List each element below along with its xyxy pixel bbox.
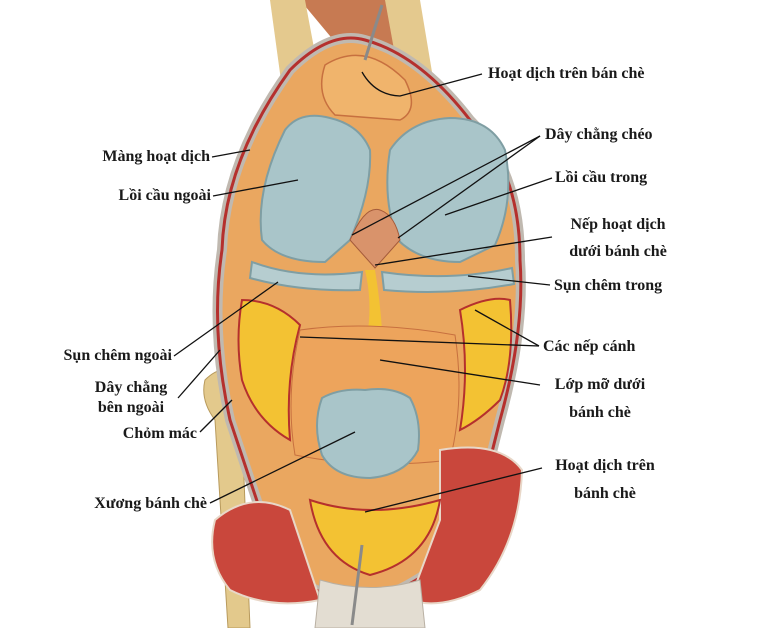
label-day-chang-ben-ngoai-line1: Dây chằng: [94, 379, 168, 396]
label-chom-mac: Chỏm mác: [122, 425, 197, 442]
infrapatellar-fold: [365, 270, 382, 330]
label-nep-hoat-dich-line1: Nếp hoạt dịch: [570, 216, 666, 233]
leader-lop-mo-duoi: [379, 359, 541, 386]
label-sun-chem-ngoai: Sụn chêm ngoài: [63, 347, 172, 364]
leader-day-chang-cheo-2: [397, 135, 541, 239]
suprapatellar-bursa: [320, 54, 413, 121]
medial-condyle: [386, 116, 510, 264]
label-xuong-banh-che: Xương bánh chè: [94, 495, 207, 512]
leader-chom-mac: [199, 399, 233, 433]
label-day-chang-ben-ngoai-line2: bên ngoài: [97, 399, 165, 416]
label-hoat-dich-tren-banh-che-line1: Hoạt dịch trên: [555, 457, 655, 474]
leader-cac-nep-canh-1: [299, 336, 540, 347]
leader-cac-nep-canh-2: [474, 309, 540, 347]
leader-day-chang-ben-ngoai: [177, 349, 221, 399]
label-lop-mo-duoi-line1: Lớp mỡ dưới: [554, 376, 646, 393]
patellar-tendon: [314, 579, 426, 628]
lateral-condyle: [259, 114, 372, 264]
alar-fold-left: [237, 298, 302, 442]
cruciate-ligaments: [349, 208, 401, 269]
leader-sun-chem-trong: [467, 275, 551, 286]
label-nep-hoat-dich-line2: dưới bánh chè: [569, 243, 667, 260]
label-day-chang-cheo: Dây chằng chéo: [545, 126, 653, 143]
label-sun-chem-trong: Sụn chêm trong: [554, 277, 663, 294]
leader-nep-hoat-dich: [374, 236, 553, 266]
label-hoat-dich-tren-ban-che: Hoạt dịch trên bán chè: [488, 65, 645, 82]
retractor-bottom: [350, 544, 364, 626]
label-lop-mo-duoi-line2: bánh chè: [569, 404, 631, 421]
label-mang-hoat-dich: Màng hoạt dịch: [102, 148, 210, 165]
leader-mang-hoat-dich: [211, 149, 251, 158]
leader-lines: [173, 71, 553, 513]
label-loi-cau-ngoai: Lồi cầu ngoài: [118, 187, 211, 204]
patella: [316, 388, 420, 480]
leader-hoat-dich-tren-banh-che: [364, 467, 543, 513]
alar-fold-right: [458, 297, 513, 432]
leader-hoat-dich-tren-ban-che: [361, 71, 483, 97]
leader-sun-chem-ngoai: [173, 281, 279, 357]
suprapatellar-fat-lower: [308, 498, 442, 577]
leader-loi-cau-ngoai: [212, 179, 299, 197]
retractor-top: [363, 4, 384, 61]
leader-xuong-banh-che: [209, 431, 356, 504]
leader-loi-cau-trong: [444, 177, 553, 216]
leader-day-chang-cheo-1: [351, 135, 541, 236]
label-loi-cau-trong: Lồi cầu trong: [555, 169, 648, 186]
lower-muscle-right: [408, 446, 524, 605]
lower-muscle-left: [211, 501, 322, 605]
medial-meniscus: [380, 266, 516, 293]
label-hoat-dich-tren-banh-che-line2: bánh chè: [574, 485, 636, 502]
label-cac-nep-canh: Các nếp cánh: [543, 338, 636, 355]
